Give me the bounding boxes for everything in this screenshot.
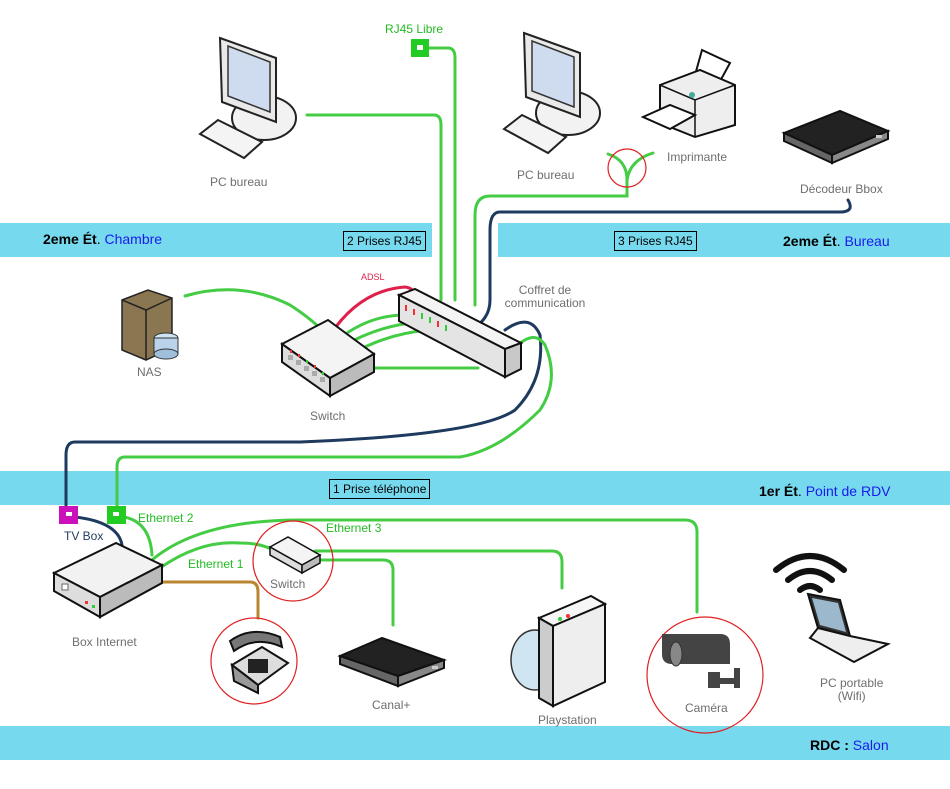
label-nas: NAS	[137, 365, 162, 379]
floor-band-salon	[0, 726, 950, 760]
small-switch-icon	[268, 536, 322, 575]
highlight-y-split	[607, 148, 647, 188]
network-switch-icon	[280, 318, 376, 398]
floor-level: RDC	[810, 737, 841, 753]
label-ethernet2: Ethernet 2	[138, 511, 194, 525]
label-ethernet3: Ethernet 3	[326, 521, 382, 535]
label-pc-bureau-bureau: PC bureau	[517, 168, 575, 182]
floor-level: 2eme Ét	[783, 233, 837, 249]
wire-nas-switch	[183, 288, 324, 332]
wire-switch-playstation	[313, 549, 564, 590]
wire-pc-chambre	[305, 113, 443, 302]
wire-rj45-libre	[425, 46, 457, 302]
label-imprimante: Imprimante	[667, 150, 728, 164]
label-pc-portable-line1: PC portable	[820, 676, 884, 690]
wire-box-phone	[161, 580, 260, 620]
floor-separator: :	[840, 737, 849, 753]
floor-label-salon: RDC : Salon	[810, 737, 889, 753]
label-switch-main: Switch	[310, 409, 346, 423]
prise-count-rdv: 1 Prise téléphone	[329, 479, 431, 499]
floor-label-bureau: 2eme Ét. Bureau	[783, 233, 890, 249]
floor-room: Chambre	[104, 231, 163, 247]
playstation-icon	[510, 594, 608, 708]
wire-tvbox-box	[73, 515, 124, 547]
pc-desktop-icon	[502, 31, 601, 155]
wire-eth2-box	[122, 515, 154, 557]
set-top-box-icon	[781, 109, 891, 165]
telephone-icon	[228, 630, 290, 695]
floor-level: 1er Ét	[759, 483, 798, 499]
floor-room: Bureau	[844, 233, 890, 249]
wire-box-switch	[158, 541, 279, 570]
prise-count-chambre: 2 Prises RJ45	[343, 231, 426, 251]
label-decodeur: Décodeur Bbox	[800, 182, 883, 196]
floor-label-chambre: 2eme Ét. Chambre	[43, 231, 162, 247]
label-ethernet1: Ethernet 1	[188, 557, 244, 571]
label-camera: Caméra	[685, 701, 728, 715]
prise-count-bureau: 3 Prises RJ45	[614, 231, 697, 251]
highlight-switch-small	[252, 520, 334, 602]
wire-bureau-pc	[473, 178, 629, 307]
wire-y-split	[606, 151, 655, 182]
floor-separator: .	[96, 231, 101, 247]
pc-desktop-icon	[198, 36, 297, 160]
label-adsl: ADSL	[361, 272, 385, 282]
label-pc-bureau-chambre: PC bureau	[210, 175, 268, 189]
internet-box-icon	[51, 541, 165, 619]
floor-band-rdv	[0, 471, 950, 505]
floor-room: Point de RDV	[805, 483, 891, 499]
canal-decoder-icon	[337, 636, 448, 688]
label-canal: Canal+	[372, 698, 411, 712]
wire-switch-canal	[313, 558, 395, 627]
highlight-phone	[210, 617, 298, 705]
label-playstation: Playstation	[538, 713, 597, 727]
highlight-camera	[646, 616, 764, 734]
label-pc-portable-line2: (Wifi)	[837, 689, 866, 703]
wire-coffret-tvbox	[64, 320, 543, 514]
nas-server-icon	[121, 289, 179, 361]
floor-separator: .	[836, 233, 841, 249]
wire-coffret-eth2	[115, 336, 553, 514]
floor-level: 2eme Ét	[43, 231, 97, 247]
laptop-icon	[806, 592, 891, 664]
floor-label-rdv: 1er Ét. Point de RDV	[759, 483, 891, 499]
security-camera-icon	[662, 634, 740, 688]
label-rj45-libre: RJ45 Libre	[385, 22, 444, 36]
label-switch-small: Switch	[270, 577, 306, 591]
floor-band-bureau	[498, 223, 950, 257]
printer-icon	[640, 48, 736, 139]
wifi-icon	[773, 553, 847, 593]
floor-room: Salon	[852, 737, 889, 753]
label-coffret: Coffret de communication	[504, 283, 586, 310]
wire-box-camera	[150, 518, 699, 614]
floor-separator: .	[797, 483, 802, 499]
label-tv-box: TV Box	[64, 529, 104, 543]
patch-panel-icon	[396, 287, 524, 379]
label-box-internet: Box Internet	[72, 635, 137, 649]
label-pc-portable: PC portable (Wifi)	[820, 677, 883, 703]
